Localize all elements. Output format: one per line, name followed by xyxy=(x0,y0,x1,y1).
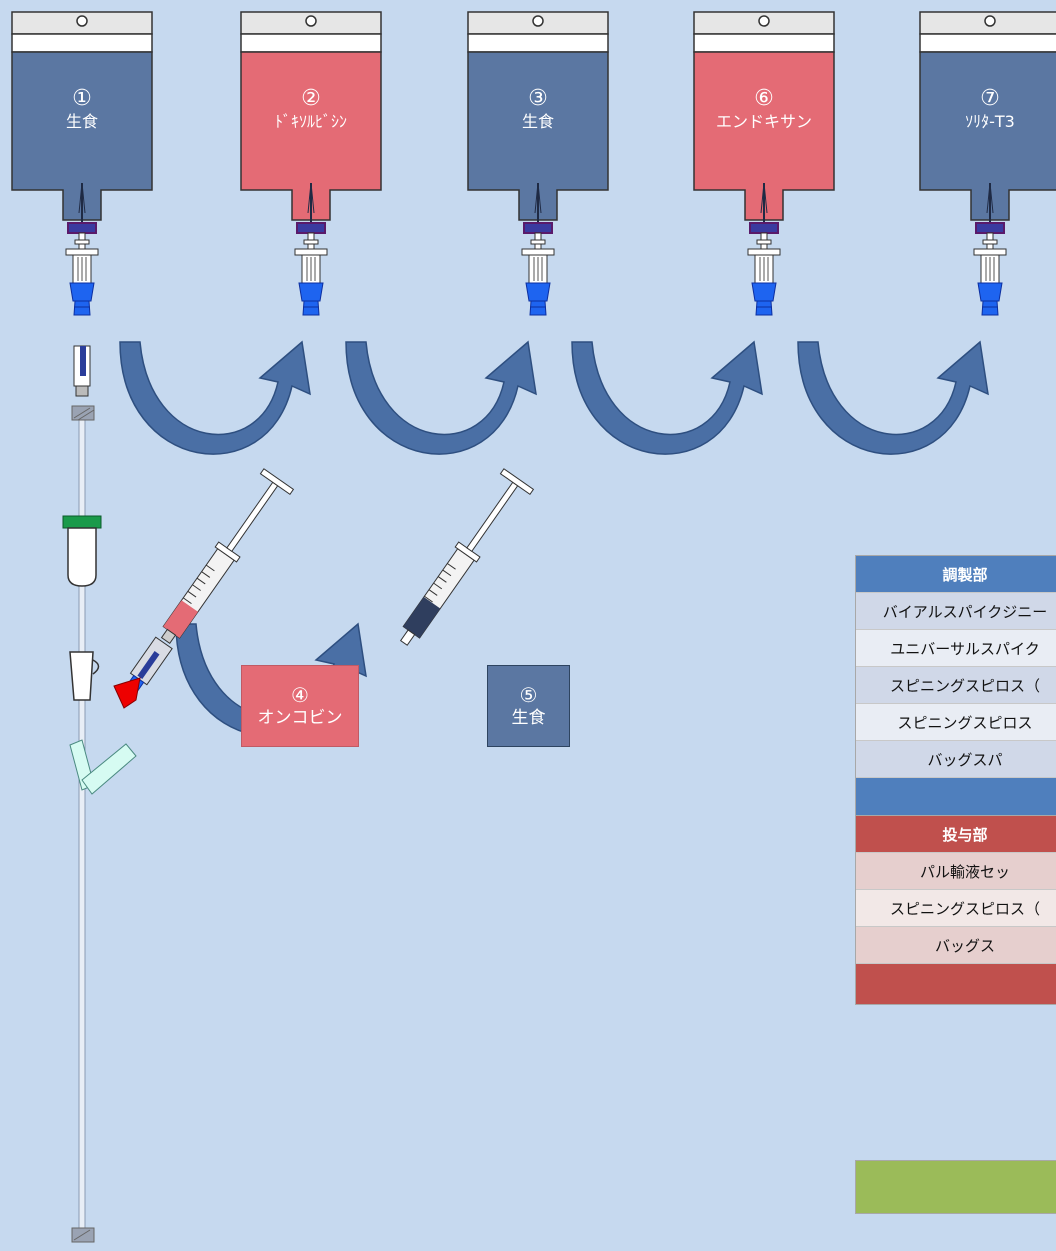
iv-bag-icon xyxy=(693,11,835,221)
table-row: ユニバーサルスパイク xyxy=(856,630,1056,667)
cap-icon xyxy=(113,677,141,709)
clamp-icon xyxy=(69,651,100,701)
bag-drug-name: 生食 xyxy=(521,112,554,132)
green-summary-bar xyxy=(855,1160,1056,1214)
curved-arrow-icon xyxy=(797,341,989,455)
syringe-icon xyxy=(399,468,535,646)
curved-arrow-icon xyxy=(345,341,537,455)
bag-drug-name: 生食 xyxy=(65,112,98,132)
bag-number: ③ xyxy=(528,86,548,111)
iv-bag-icon xyxy=(240,11,382,221)
bag-number: ⑥ xyxy=(754,86,774,111)
prep-table-footer xyxy=(856,778,1056,818)
table-row: スピニングスピロス（ xyxy=(856,667,1056,704)
prep-materials-table: 調製部 バイアルスパイクジニー ユニバーサルスパイク スピニングスピロス（ スピ… xyxy=(855,555,1056,819)
bag-drug-name: ｿﾘﾀ-T3 xyxy=(965,112,1015,132)
table-row: バッグス xyxy=(856,927,1056,964)
curved-arrow-icon xyxy=(119,341,311,455)
bag-drug-name: ﾄﾞｷｿﾙﾋﾞｼﾝ xyxy=(274,112,347,132)
admin-materials-table: 投与部 パル輸液セッ スピニングスピロス（ バッグス xyxy=(855,815,1056,1005)
table-row: スピニングスピロス xyxy=(856,704,1056,741)
y-connector-icon xyxy=(69,739,137,795)
infusion-line xyxy=(71,345,95,1243)
prep-table-header: 調製部 xyxy=(856,556,1056,593)
syringe-label-oncovin: ④ オンコビン xyxy=(241,665,359,747)
admin-table-header: 投与部 xyxy=(856,816,1056,853)
iv-bag-icon xyxy=(467,11,609,221)
table-row: パル輸液セッ xyxy=(856,853,1056,890)
table-row: スピニングスピロス（ xyxy=(856,890,1056,927)
bag-number: ② xyxy=(301,86,321,111)
bag-drug-name: エンドキサン xyxy=(715,112,812,132)
admin-table-footer xyxy=(856,964,1056,1004)
iv-bag-icon xyxy=(919,11,1056,221)
table-row: バイアルスパイクジニー xyxy=(856,593,1056,630)
curved-arrow-icon xyxy=(571,341,763,455)
syringe-label-saline: ⑤ 生食 xyxy=(487,665,570,747)
bag-number: ① xyxy=(72,86,92,111)
bag-number: ⑦ xyxy=(980,86,1000,111)
table-row: バッグスパ xyxy=(856,741,1056,778)
iv-bag-icon xyxy=(11,11,153,221)
drip-chamber-icon xyxy=(62,515,102,587)
